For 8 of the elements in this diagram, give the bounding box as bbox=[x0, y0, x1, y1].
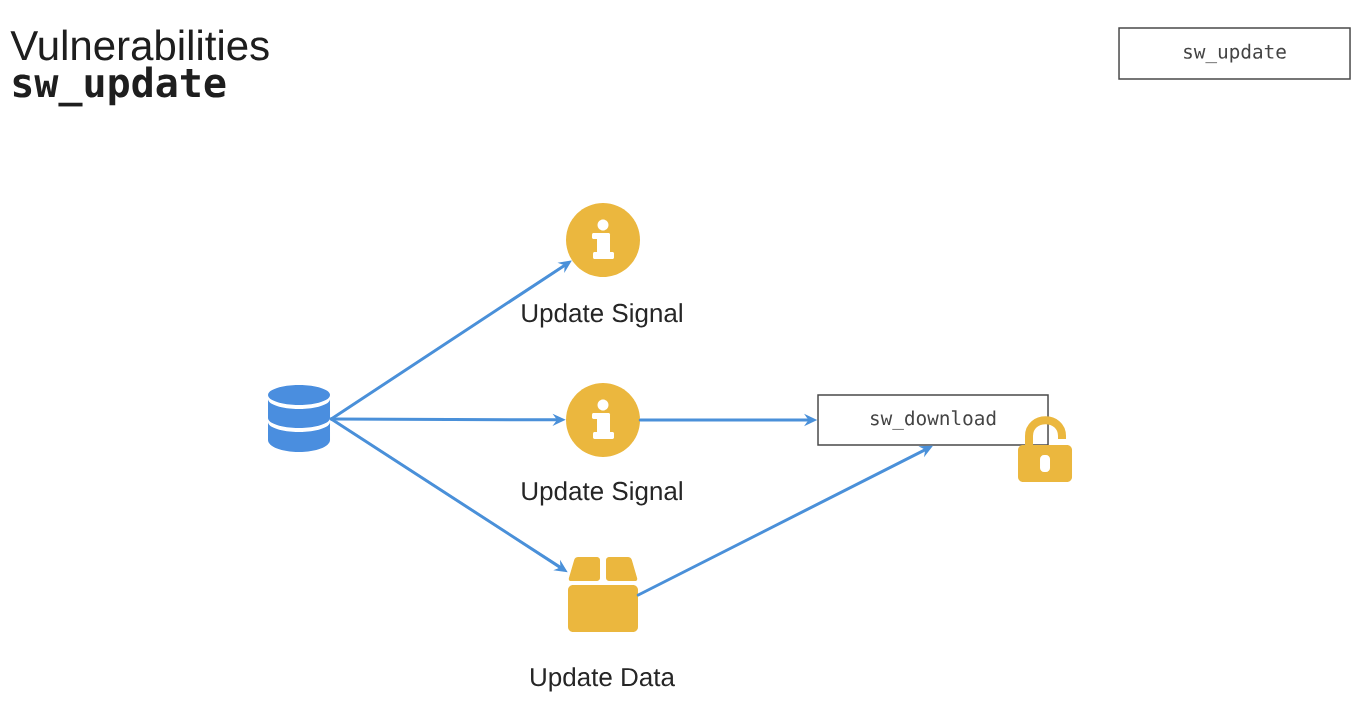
text-box: sw_update bbox=[1118, 27, 1351, 80]
icon-caption: Update Signal bbox=[522, 481, 682, 506]
title: Vulnerabilities bbox=[10, 29, 269, 61]
database-icon bbox=[268, 385, 330, 452]
subtitle: sw_update bbox=[13, 66, 226, 107]
icon-caption: Update Data bbox=[531, 667, 675, 692]
icon-caption: Update Signal bbox=[522, 303, 682, 328]
text-box: sw_download bbox=[817, 394, 1049, 446]
